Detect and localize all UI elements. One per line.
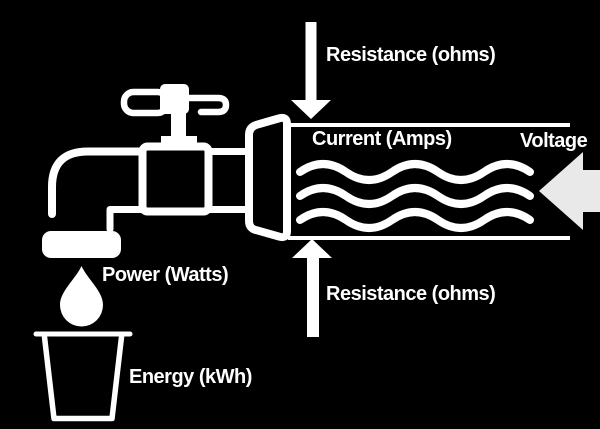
pipe-icon (288, 123, 570, 240)
faucet-body (138, 142, 213, 216)
faucet-spout-inner (106, 206, 146, 233)
wave-line (296, 160, 534, 184)
faucet-stem (161, 112, 197, 146)
cup-body (41, 334, 125, 422)
energy-label: Energy (kWh) (129, 366, 252, 388)
faucet-spout-outer (48, 147, 146, 218)
wave-line (296, 184, 534, 208)
current-waves-icon (296, 160, 534, 232)
voltage-label: Voltage (520, 130, 588, 152)
faucet-handle-right (185, 94, 230, 116)
up-arrow-icon (292, 239, 332, 337)
current-label: Current (Amps) (312, 128, 452, 150)
resistance-top-label: Resistance (ohms) (326, 44, 496, 66)
power-label: Power (Watts) (102, 264, 229, 286)
wave-line (296, 208, 534, 232)
cup-icon (33, 331, 133, 422)
water-drop-icon (60, 266, 103, 327)
faucet-mouth (42, 231, 121, 258)
left-block-arrow-icon (539, 152, 600, 230)
faucet-icon (42, 84, 291, 258)
down-arrow-icon (291, 22, 331, 119)
faucet-handle-center (160, 84, 189, 114)
resistance-bottom-label: Resistance (ohms) (326, 283, 496, 305)
faucet-flange (245, 113, 291, 242)
